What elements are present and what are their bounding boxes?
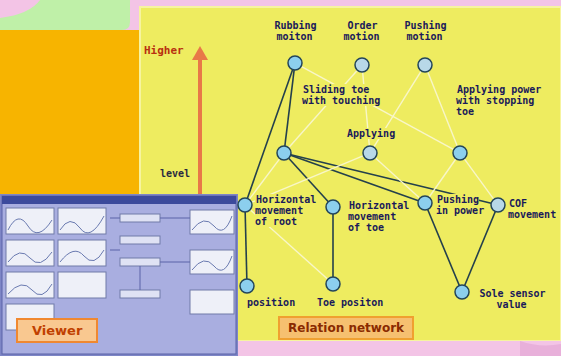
label-text: Higher bbox=[144, 44, 184, 57]
relation-line bbox=[428, 209, 460, 285]
network-node: Toe positon bbox=[316, 297, 388, 308]
node-label: Rubbing moiton bbox=[273, 20, 316, 42]
node-label: Applying power with stopping toe bbox=[456, 84, 541, 117]
node-label: COF movement bbox=[508, 198, 557, 220]
relation-line bbox=[285, 70, 294, 146]
network-node: Pushing motion bbox=[400, 20, 450, 42]
node-circle bbox=[362, 145, 378, 161]
relation-line bbox=[465, 211, 496, 285]
network-node: Rubbing moiton bbox=[270, 20, 320, 42]
network-node: Order motion bbox=[342, 20, 382, 42]
node-label: Sole sensor value bbox=[478, 288, 545, 310]
node-circle bbox=[454, 284, 470, 300]
panel-tag: Viewer bbox=[16, 318, 98, 343]
node-circle bbox=[354, 57, 370, 73]
node-circle bbox=[325, 276, 341, 292]
node-circle bbox=[287, 55, 303, 71]
node-circle bbox=[452, 145, 468, 161]
relation-line bbox=[332, 214, 334, 277]
network-node: COF movement bbox=[508, 198, 558, 220]
relation-line bbox=[428, 72, 458, 147]
relation-line bbox=[429, 159, 456, 198]
node-circle bbox=[417, 195, 433, 211]
node-circle bbox=[276, 145, 292, 161]
node-label: position bbox=[246, 297, 296, 308]
network-node: Sliding toe with touching bbox=[302, 84, 384, 106]
viewer-screenshot bbox=[0, 194, 238, 356]
node-circle bbox=[239, 278, 255, 294]
relation-line bbox=[247, 70, 292, 199]
node-circle bbox=[490, 197, 506, 213]
label-text: level bbox=[160, 168, 190, 179]
node-label: Pushing motion bbox=[403, 20, 446, 42]
axis-label: level bbox=[160, 168, 190, 179]
network-node: Horizontal movement of toe bbox=[348, 200, 412, 233]
node-label: Sliding toe with touching bbox=[302, 84, 381, 106]
node-circle bbox=[417, 57, 433, 73]
node-label: Horizontal movement of root bbox=[255, 194, 316, 227]
network-node: Applying bbox=[346, 128, 402, 139]
node-circle bbox=[325, 199, 341, 215]
network-node: Sole sensor value bbox=[474, 288, 550, 310]
label-text: Viewer bbox=[32, 323, 82, 338]
axis-label: Higher bbox=[144, 44, 184, 57]
node-label: Toe positon bbox=[316, 297, 384, 308]
relation-line bbox=[245, 212, 247, 279]
node-circle bbox=[237, 197, 253, 213]
node-label: Applying bbox=[346, 128, 396, 139]
network-node: Applying power with stopping toe bbox=[456, 84, 546, 117]
node-label: Order motion bbox=[343, 20, 380, 42]
network-node: Horizontal movement of root bbox=[255, 194, 319, 227]
node-label: Pushing in power bbox=[436, 194, 485, 216]
network-node: Pushing in power bbox=[436, 194, 492, 216]
network-node: position bbox=[246, 297, 301, 308]
panel-tag: Relation network bbox=[278, 316, 414, 340]
relation-line bbox=[375, 158, 420, 199]
node-label: Horizontal movement of toe bbox=[348, 200, 409, 233]
label-text: Relation network bbox=[288, 321, 404, 335]
